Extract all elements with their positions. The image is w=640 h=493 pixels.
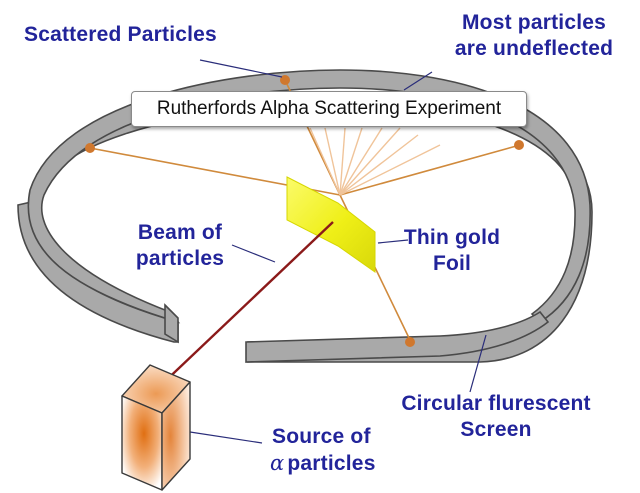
ray-right-wide (339, 144, 521, 196)
pointer-foil (377, 239, 409, 244)
source-front-face (121, 395, 163, 491)
label-source-line2: particles (287, 452, 376, 475)
label-screen-line2: Screen (460, 418, 532, 441)
impact-dot-bottom (405, 337, 415, 347)
source-side-face (161, 381, 191, 491)
pointer-most (403, 71, 433, 91)
title-text: Rutherfords Alpha Scattering Experiment (156, 98, 502, 119)
pointer-scattered (199, 59, 283, 78)
label-screen-line1: Circular flurescent (401, 392, 591, 415)
alpha-beam (157, 221, 334, 389)
label-source-line1: Source of (272, 425, 371, 448)
label-foil-line1: Thin gold (403, 226, 501, 249)
pointer-lines (189, 59, 487, 444)
label-scattered-particles: Scattered Particles (24, 22, 217, 48)
label-beam-line2: particles (135, 247, 225, 270)
title-box: Rutherfords Alpha Scattering Experiment (131, 91, 527, 127)
pointer-beam (231, 244, 276, 263)
label-beam-line1: Beam of (137, 221, 223, 244)
label-most-particles-line2: are undeflected (454, 37, 614, 60)
alpha-symbol: α (270, 451, 285, 475)
label-scattered-particles-text: Scattered Particles (24, 23, 217, 46)
screen-far-arc (27, 69, 591, 324)
label-most-particles-line1: Most particles (461, 11, 606, 34)
label-screen: Circular flurescent Screen (388, 391, 604, 443)
screen-left-end (164, 303, 179, 344)
pointer-screen (469, 334, 487, 393)
impact-dot-left (85, 143, 95, 153)
impact-dots (85, 75, 524, 347)
pointer-source (189, 431, 263, 444)
label-foil-line2: Foil (432, 252, 472, 275)
alpha-source-box (121, 364, 191, 491)
impact-dot-right (514, 140, 524, 150)
screen-near-arc (245, 310, 550, 363)
label-beam: Beam of particles (122, 220, 238, 272)
label-foil: Thin gold Foil (392, 225, 512, 277)
label-most-particles: Most particles are undeflected (436, 10, 632, 62)
impact-dot-top (280, 75, 290, 85)
undeflected-fan (309, 127, 441, 196)
